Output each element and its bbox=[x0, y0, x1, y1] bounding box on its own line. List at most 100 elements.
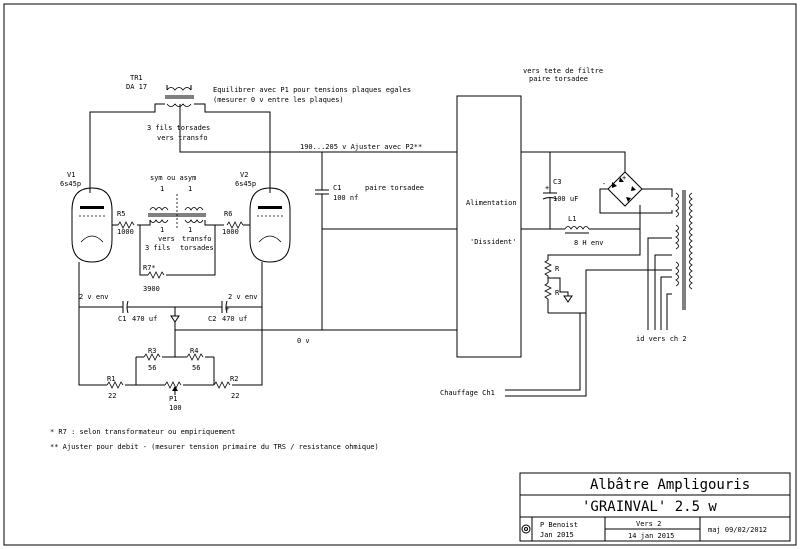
r-b-label: R bbox=[555, 289, 560, 297]
coil-2b: 1 bbox=[188, 226, 192, 234]
wire-ch2-a bbox=[647, 237, 672, 330]
r7-label: R7* bbox=[143, 264, 156, 272]
b-voltage-label: 190...205 v Ajuster avec P2** bbox=[300, 143, 422, 151]
vers-tete-label-1: vers tete de filtre bbox=[523, 67, 603, 75]
v1-tube bbox=[71, 187, 113, 263]
r6-value: 1000 bbox=[222, 228, 239, 236]
tr1-transformer bbox=[165, 85, 194, 112]
v2-tube bbox=[249, 187, 291, 263]
equilibrer-note-1: Equilibrer avec P1 pour tensions plaques… bbox=[213, 86, 411, 94]
r4-resistor bbox=[186, 353, 204, 361]
r5-label: R5 bbox=[117, 210, 125, 218]
wire-ch2-d bbox=[666, 293, 672, 330]
alimentation-box bbox=[456, 95, 522, 358]
wire-bridge-secondary-a bbox=[642, 188, 673, 197]
wire-r7-left bbox=[139, 225, 148, 276]
subtitle-text: 'GRAINVAL' 2.5 w bbox=[582, 499, 717, 515]
note-r7: * R7 : selon transformateur ou empirique… bbox=[50, 428, 235, 436]
c3-pol-label: + bbox=[545, 184, 549, 192]
v1-type: 6s45p bbox=[60, 180, 81, 188]
alimentation-label: Alimentation bbox=[466, 199, 517, 207]
r7-value: 3900 bbox=[143, 285, 160, 293]
ground-symbol-mid bbox=[170, 315, 180, 323]
r6-resistor bbox=[226, 221, 244, 229]
r-a-label: R bbox=[555, 265, 560, 273]
vers-transfo-label: vers transfo bbox=[157, 134, 208, 142]
env-right-label: 2 v env bbox=[228, 293, 258, 301]
sym-label: sym ou asym bbox=[150, 174, 196, 182]
r5-resistor bbox=[117, 221, 135, 229]
l1-value: 8 H env bbox=[574, 239, 604, 247]
wire-r5-coil bbox=[137, 220, 151, 226]
r-a-resistor bbox=[544, 259, 552, 277]
transfo-label-1: transfo bbox=[182, 235, 212, 243]
r1-value: 22 bbox=[108, 392, 116, 400]
r3-resistor bbox=[143, 353, 161, 361]
vers-label-1: vers bbox=[158, 235, 175, 243]
r7-resistor bbox=[147, 271, 165, 279]
date-text: Jan 2015 bbox=[540, 531, 574, 539]
c3-plate-b bbox=[542, 197, 558, 200]
coil-1a: 1 bbox=[160, 185, 164, 193]
wire-ch2-b bbox=[654, 254, 672, 330]
wire-r-top bbox=[547, 229, 641, 260]
wire-chauffage-2 bbox=[505, 313, 587, 397]
c2-bot-value: 470 uf bbox=[222, 315, 247, 323]
wire-v2-cathode bbox=[232, 262, 263, 386]
chauffage-label: Chauffage Ch1 bbox=[440, 389, 495, 397]
r4-value: 56 bbox=[192, 364, 200, 372]
note-ajuster: ** Ajuster pour debit - (mesurer tension… bbox=[50, 443, 379, 451]
title-text: Albâtre Ampligouris bbox=[590, 477, 750, 493]
vers-label-2: 3 fils bbox=[145, 244, 170, 252]
wire-v1-cathode bbox=[78, 262, 107, 386]
r6-label: R6 bbox=[224, 210, 232, 218]
c1-bot-value: 470 uf bbox=[132, 315, 157, 323]
v2-label: V2 bbox=[240, 171, 248, 179]
wire-bridge-secondary-b bbox=[599, 188, 673, 214]
drawing-frame bbox=[3, 3, 797, 546]
tr1-type: DA 17 bbox=[126, 83, 147, 91]
p1-label: P1 bbox=[169, 395, 177, 403]
c1-top-value: 100 nf bbox=[333, 194, 358, 202]
r-b-resistor bbox=[544, 282, 552, 300]
interstage-transformer bbox=[148, 194, 206, 230]
wire-tr1-v2-plate bbox=[194, 103, 271, 193]
paire-torsadee-label: paire torsadee bbox=[365, 184, 424, 192]
env-left-label: 2 v env bbox=[79, 293, 109, 301]
wire-ch2-c bbox=[660, 276, 672, 330]
r3-label: R3 bbox=[148, 347, 156, 355]
wire-alim-bplus bbox=[521, 151, 626, 172]
power-transformer bbox=[675, 190, 693, 310]
fils-torsades-label: 3 fils torsades bbox=[147, 124, 210, 132]
l1-choke bbox=[564, 226, 590, 230]
version-date-text: 14 jan 2015 bbox=[628, 532, 674, 540]
wire-chauffage-1 bbox=[505, 313, 581, 391]
author-text: P Benoist bbox=[540, 521, 578, 529]
tr1-label: TR1 bbox=[130, 74, 143, 82]
wire-heater-feed bbox=[548, 269, 672, 314]
title-block bbox=[519, 472, 791, 542]
r1-label: R1 bbox=[107, 375, 115, 383]
equilibrer-note-2: (mesurer 0 v entre les plaques) bbox=[213, 96, 344, 104]
r1-resistor bbox=[106, 381, 124, 389]
l1-label: L1 bbox=[568, 215, 576, 223]
c3-label: C3 bbox=[553, 178, 561, 186]
c2-bot-label: C2 bbox=[208, 315, 216, 323]
r2-value: 22 bbox=[231, 392, 239, 400]
projection-symbol-icon bbox=[521, 524, 531, 534]
r3-value: 56 bbox=[148, 364, 156, 372]
r4-label: R4 bbox=[190, 347, 198, 355]
wire-r7-right bbox=[166, 225, 216, 276]
bridge-plus: + bbox=[622, 174, 626, 182]
wire-l1-to-bridge bbox=[589, 205, 641, 230]
c2-pol-label: + bbox=[225, 305, 229, 313]
bridge-minus: - bbox=[602, 180, 606, 188]
wire-r-ground bbox=[548, 277, 569, 296]
wire-b-plus bbox=[179, 112, 457, 153]
wire-r6-coil bbox=[204, 220, 224, 226]
p1-value: 100 bbox=[169, 404, 182, 412]
coil-1b: 1 bbox=[188, 185, 192, 193]
coil-2a: 1 bbox=[160, 226, 164, 234]
